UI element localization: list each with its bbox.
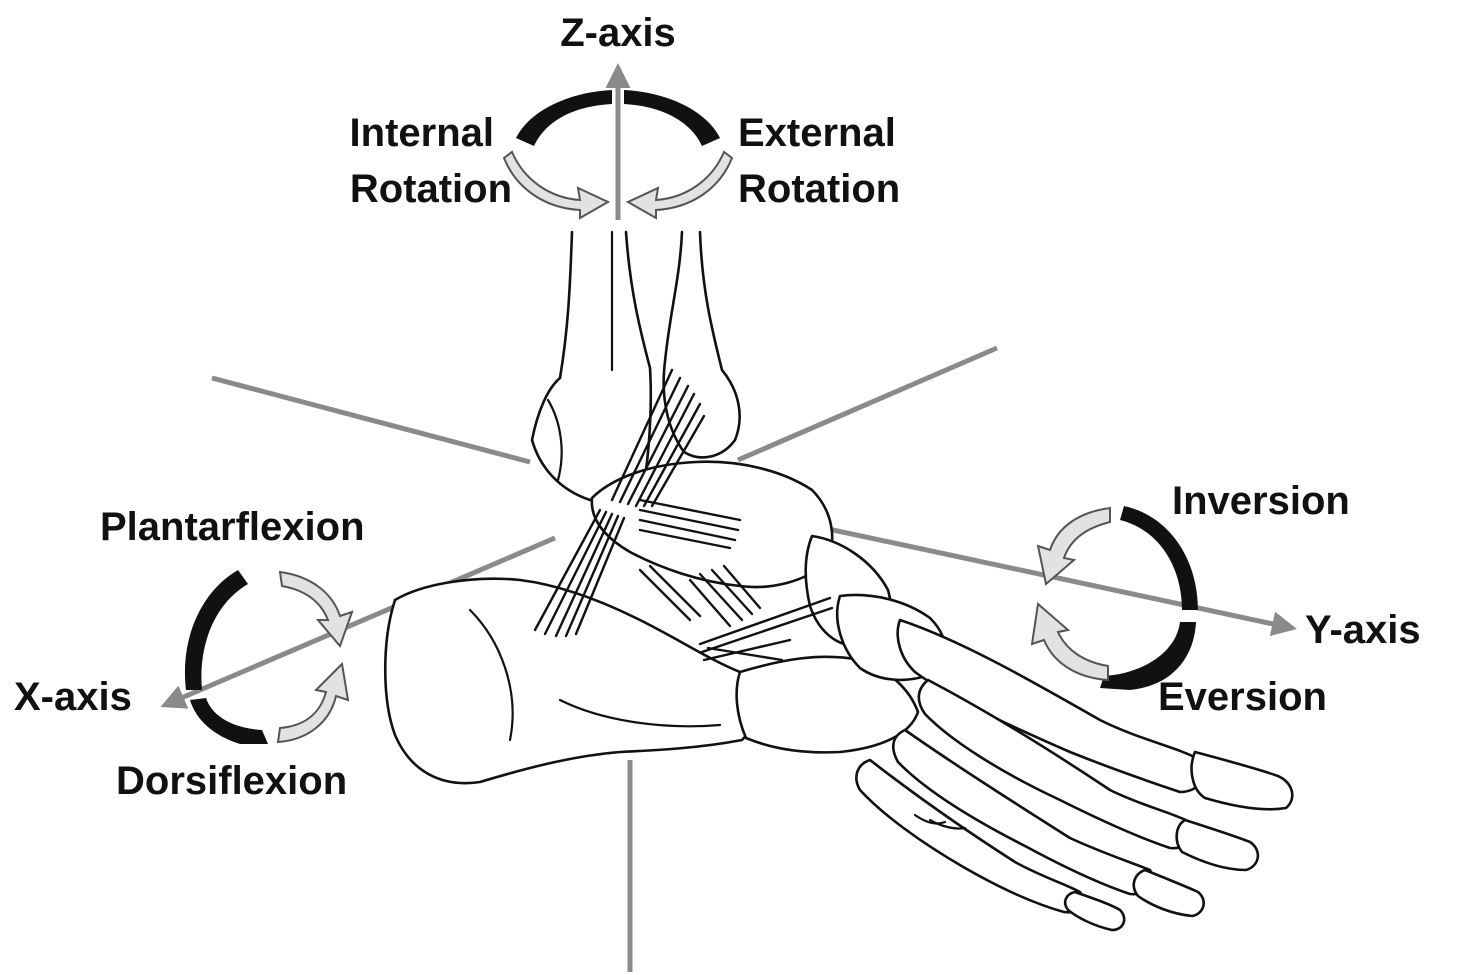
- external-rotation-arrow: [628, 152, 732, 218]
- x-rotation-symbol: [185, 570, 352, 744]
- dorsiflexion-arrow: [278, 664, 348, 742]
- plantarflexion-arrow: [280, 572, 352, 646]
- inversion-label: Inversion: [1172, 479, 1350, 523]
- y-rotation-symbol: [1032, 506, 1198, 690]
- phalanx-2: [1177, 820, 1258, 870]
- foot-skeleton: [385, 232, 1292, 930]
- internal-rotation-arrow: [504, 152, 608, 218]
- phalanx-1: [1192, 752, 1293, 809]
- external-rotation-label: External: [738, 111, 896, 155]
- eversion-arrow: [1032, 604, 1108, 680]
- eversion-label: Eversion: [1158, 675, 1327, 719]
- calcaneus: [385, 579, 756, 783]
- right-axis-line: [738, 348, 997, 460]
- phalanx-3: [1134, 870, 1204, 916]
- z-rotation-band: [624, 90, 720, 146]
- external-rotation-label-line2: Rotation: [738, 167, 900, 211]
- z-rotation-band: [516, 90, 612, 146]
- x-axis-label: X-axis: [14, 675, 132, 719]
- phalanx-4: [1065, 892, 1124, 930]
- inversion-arrow: [1038, 508, 1110, 584]
- x-rotation-band: [190, 698, 268, 744]
- left-axis-line: [212, 378, 530, 462]
- dorsiflexion-label: Dorsiflexion: [116, 759, 347, 803]
- plantarflexion-label: Plantarflexion: [100, 505, 365, 549]
- y-axis-label: Y-axis: [1305, 608, 1421, 652]
- fibula: [664, 232, 740, 457]
- tibia: [532, 232, 651, 500]
- internal-rotation-label: Internal: [350, 111, 494, 155]
- z-axis-label: Z-axis: [560, 11, 676, 55]
- internal-rotation-label-line2: Rotation: [350, 167, 512, 211]
